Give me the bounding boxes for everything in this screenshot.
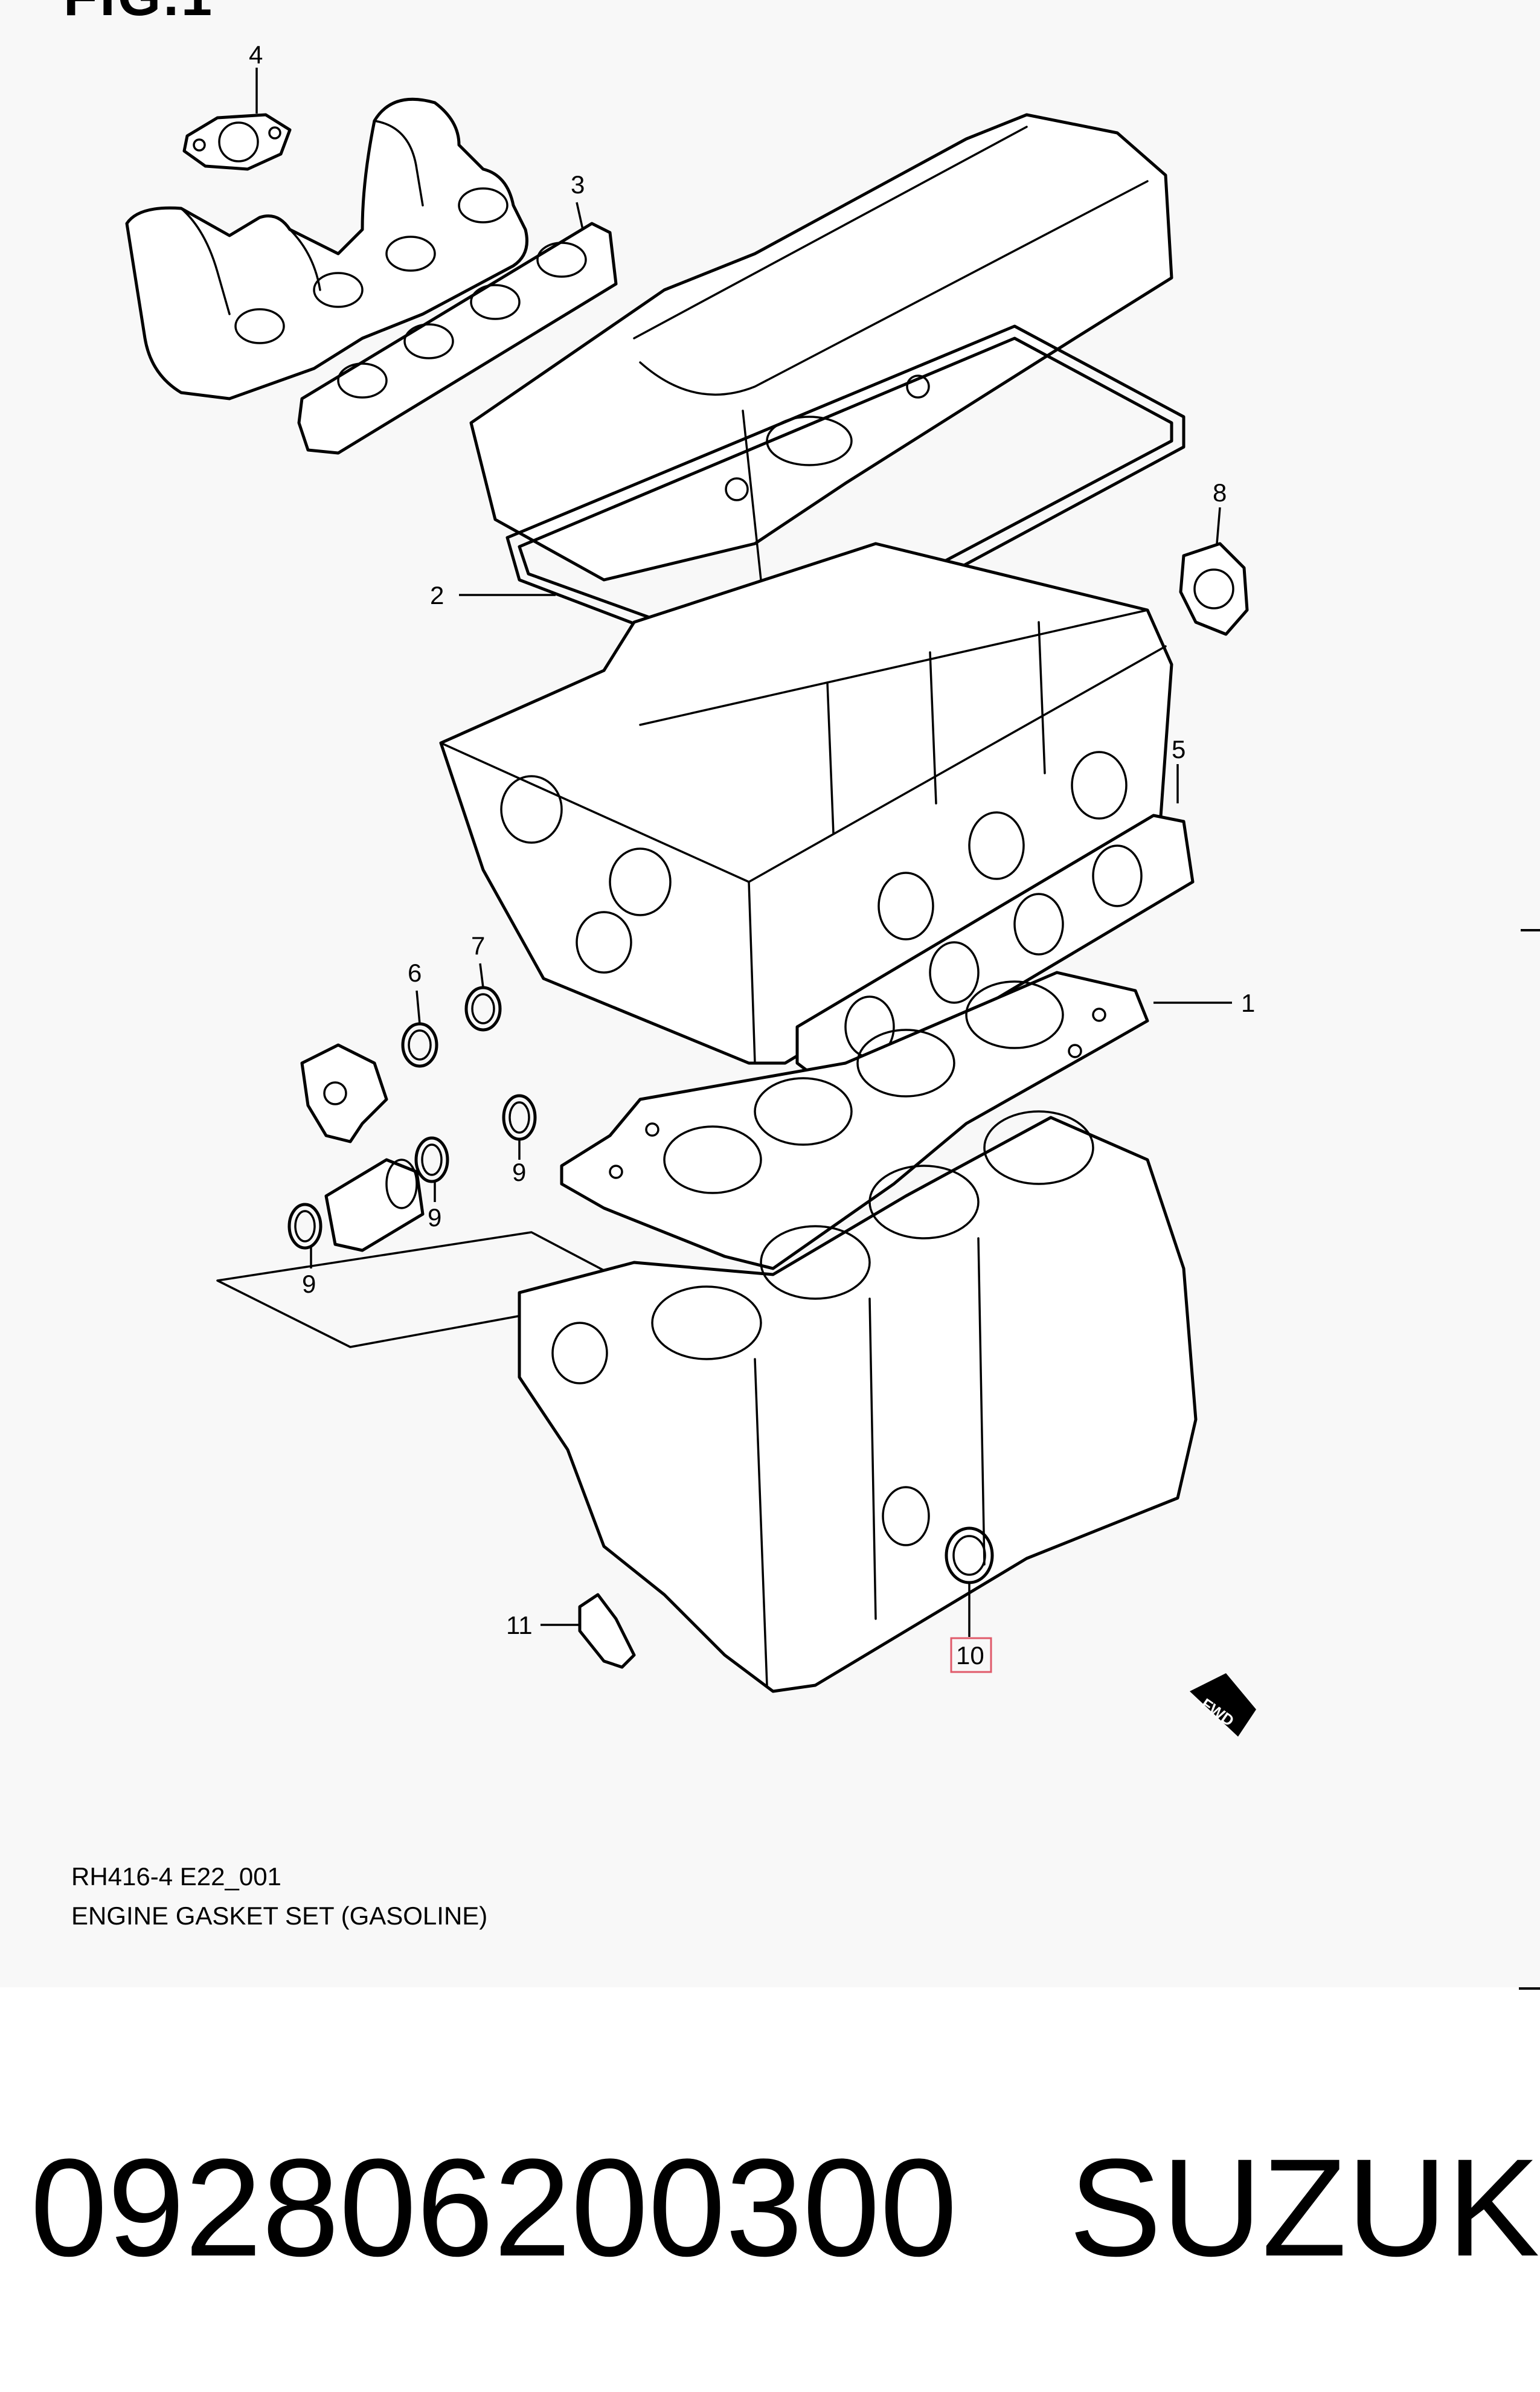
drawing-title: ENGINE GASKET SET (GASOLINE) (71, 1902, 488, 1930)
drawing-code: RH416-4 E22_001 (71, 1862, 281, 1891)
callout-1: 1 (1241, 989, 1255, 1017)
water-pipe (324, 1158, 425, 1252)
part-1-head-gasket (560, 971, 1149, 1270)
part-6-o-ring (401, 1022, 438, 1068)
manifold (125, 97, 528, 400)
callout-10: 10 (956, 1641, 984, 1670)
sensor-housing (300, 1043, 388, 1143)
callout-5: 5 (1172, 735, 1185, 764)
callout-7: 7 (471, 931, 485, 960)
part-4-flange-gasket (182, 113, 292, 171)
part-11-gasket (578, 1593, 636, 1669)
callout-11: 11 (506, 1611, 533, 1639)
callouts: 4 3 2 8 5 1 7 6 9 9 9 10 11 (249, 40, 1255, 1673)
part-3-manifold-gasket (297, 222, 618, 455)
cylinder-block (518, 1110, 1198, 1693)
part-9-o-ring-c (287, 1203, 322, 1250)
part-7-o-ring (464, 986, 502, 1032)
callout-8: 8 (1213, 478, 1227, 507)
callout-4: 4 (249, 40, 263, 69)
fwd-arrow-icon: FWD (1190, 1673, 1256, 1737)
part-9-o-ring-b (414, 1136, 449, 1183)
part-number: 092806200300 (30, 2130, 957, 2285)
edge-tick-mark (1519, 1987, 1540, 1990)
callout-9-c: 9 (302, 1270, 316, 1298)
callout-3: 3 (571, 170, 585, 199)
callout-6: 6 (408, 959, 422, 987)
brand-name: SUZUKI (1069, 2130, 1540, 2285)
edge-tick-mark (1521, 929, 1540, 931)
exploded-view-drawing: FWD 4 3 2 8 5 1 7 6 9 (125, 40, 1256, 1737)
leader-lines (255, 68, 1232, 1637)
part-5-exhaust-gasket (795, 814, 1195, 1083)
callout-9-b: 9 (428, 1203, 441, 1232)
callout-2: 2 (430, 581, 444, 609)
callout-10-highlight-box (950, 1637, 992, 1673)
figure-heading: FIG.1 (63, 0, 214, 28)
diagram-sheet: FIG.1 (63, 0, 1540, 1990)
callout-9-a: 9 (512, 1158, 526, 1186)
part-8-gasket (1179, 542, 1249, 636)
part-9-o-ring-a (502, 1094, 537, 1141)
